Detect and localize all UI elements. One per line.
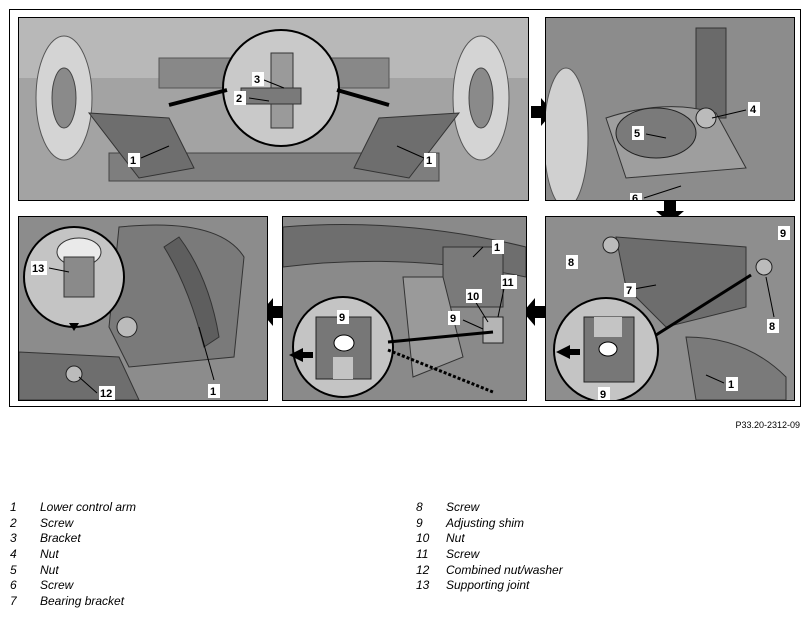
supporting-joint-illustration: 13 1 12 <box>19 217 267 400</box>
legend-label: Bracket <box>40 531 81 546</box>
panel-control-arm-nuts: 4 5 6 <box>545 17 795 201</box>
callout-9b: 9 <box>600 389 606 400</box>
callout-9a: 9 <box>780 228 786 240</box>
callout-10: 10 <box>467 291 479 303</box>
legend-number: 3 <box>10 531 17 546</box>
legend-number: 9 <box>416 515 423 530</box>
callout-1: 1 <box>130 155 136 167</box>
legend-number: 6 <box>10 578 17 593</box>
legend-number: 4 <box>10 547 17 562</box>
callout-3: 3 <box>254 74 260 86</box>
figure-frame: 1 2 3 1 4 5 <box>9 9 801 407</box>
legend-number: 8 <box>416 500 423 514</box>
callout-8a: 8 <box>568 257 574 269</box>
legend-label: Combined nut/washer <box>446 562 563 577</box>
arrow-down-icon <box>656 201 684 223</box>
callout-6: 6 <box>632 193 638 200</box>
callout-11: 11 <box>502 277 514 289</box>
legend-label: Lower control arm <box>40 500 137 514</box>
arrow-right-icon <box>531 98 553 126</box>
callout-9d: 9 <box>339 312 345 324</box>
callout-2: 2 <box>236 93 242 105</box>
front-axle-illustration: 1 2 3 1 <box>19 18 528 200</box>
panel-supporting-joint: 13 1 12 <box>18 216 268 401</box>
legend-label: Nut <box>40 562 59 577</box>
panel-bearing-bracket: 9 8 7 8 9 1 <box>545 216 795 401</box>
legend-label: Supporting joint <box>446 578 530 593</box>
callout-9c: 9 <box>450 313 456 325</box>
legend-label: Screw <box>40 515 74 530</box>
legend-number: 10 <box>416 531 430 546</box>
callout-8b: 8 <box>769 321 775 333</box>
callout-1d: 1 <box>494 242 500 254</box>
legend-number: 7 <box>10 594 17 609</box>
callout-13: 13 <box>32 263 44 275</box>
callout-1e: 1 <box>210 386 216 398</box>
figure-id: P33.20-2312-09 <box>735 420 800 430</box>
callout-1c: 1 <box>728 379 734 391</box>
legend-number: 5 <box>10 562 17 577</box>
legend-number: 2 <box>10 515 17 530</box>
legend-label: Screw <box>446 500 480 514</box>
callout-12: 12 <box>100 388 112 400</box>
arrow-left-icon <box>523 298 545 326</box>
callout-7: 7 <box>626 285 632 297</box>
panel-front-axle-overview: 1 2 3 1 <box>18 17 529 201</box>
control-arm-nuts-illustration: 4 5 6 <box>546 18 794 200</box>
panel-adjusting-shim: 1 11 10 9 9 <box>282 216 527 401</box>
legend-label: Screw <box>40 578 74 593</box>
adjusting-shim-illustration: 1 11 10 9 9 <box>283 217 526 400</box>
legend-number: 11 <box>416 547 429 562</box>
legend-label: Nut <box>446 531 465 546</box>
legend-label: Adjusting shim <box>446 515 525 530</box>
arrow-left-icon <box>261 298 283 326</box>
legend-number: 13 <box>416 578 430 593</box>
legend-label: Screw <box>446 547 480 562</box>
legend-number: 1 <box>10 500 17 514</box>
callout-4: 4 <box>750 104 757 116</box>
legend-label: Bearing bracket <box>40 594 125 609</box>
callout-5: 5 <box>634 128 640 140</box>
bearing-bracket-illustration: 9 8 7 8 9 1 <box>546 217 794 400</box>
legend-label: Nut <box>40 547 59 562</box>
legend-number: 12 <box>416 562 430 577</box>
callout-1b: 1 <box>426 155 432 167</box>
